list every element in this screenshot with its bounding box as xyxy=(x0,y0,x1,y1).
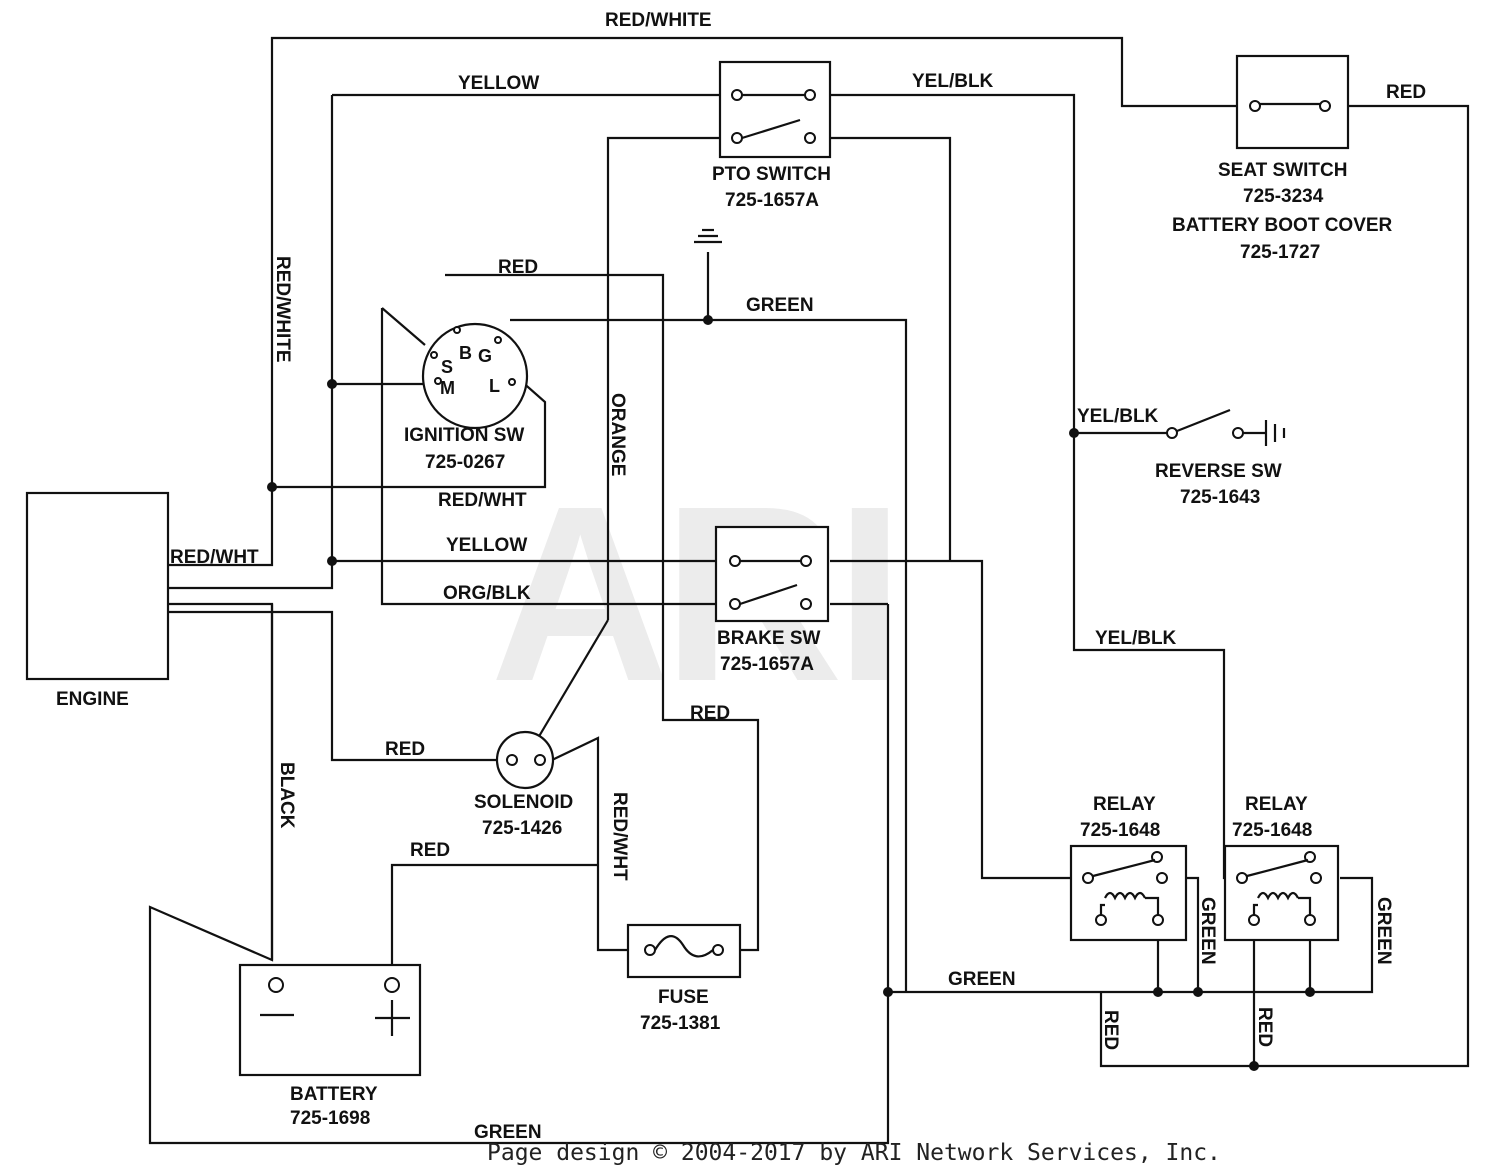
brake-switch-part: 725-1657A xyxy=(720,654,814,675)
wire-label-green-bottom: GREEN xyxy=(948,969,1016,990)
wire-label-yellow-mid: YELLOW xyxy=(446,535,527,556)
fuse: FUSE 725-1381 xyxy=(626,923,742,1034)
wire-label-org-blk: ORG/BLK xyxy=(443,583,531,604)
pto-switch-label: PTO SWITCH xyxy=(712,164,831,185)
junction-dots xyxy=(267,315,1315,1071)
seat-switch-label: SEAT SWITCH xyxy=(1218,160,1347,181)
battery-part: 725-1698 xyxy=(290,1108,370,1129)
copyright-footer: Page design © 2004-2017 by ARI Network S… xyxy=(487,1140,1221,1166)
reverse-switch-label: REVERSE SW xyxy=(1155,461,1282,482)
seat-switch-part: 725-3234 xyxy=(1243,186,1324,207)
wire-label-green-battery: GREEN xyxy=(474,1122,542,1143)
fuse-part: 725-1381 xyxy=(640,1013,721,1034)
wire-label-black: BLACK xyxy=(276,762,297,829)
wire-label-red-white-vertical: RED/WHITE xyxy=(272,256,293,363)
wire-label-red-wht-ignition: RED/WHT xyxy=(438,490,527,511)
solenoid-label: SOLENOID xyxy=(474,792,573,813)
wire-label-green-relay-1: GREEN xyxy=(1197,897,1218,965)
wire-label-orange: ORANGE xyxy=(607,393,628,476)
wire-label-red-relay-1: RED xyxy=(1100,1010,1121,1050)
ignition-pin-g: G xyxy=(478,346,492,366)
wire-label-red-wht-engine: RED/WHT xyxy=(170,547,259,568)
battery: BATTERY 725-1698 xyxy=(238,963,422,1129)
ignition-pin-l: L xyxy=(489,376,500,396)
wire-label-green-ignition: GREEN xyxy=(746,295,814,316)
ignition-switch: S B G M L IGNITION SW 725-0267 xyxy=(404,322,529,473)
wire-label-red-solenoid: RED xyxy=(385,739,425,760)
solenoid-part: 725-1426 xyxy=(482,818,562,839)
wire-label-yel-blk-reverse: YEL/BLK xyxy=(1077,406,1159,427)
relay-2-label: RELAY xyxy=(1245,794,1308,815)
battery-boot-cover-part: 725-1727 xyxy=(1240,242,1320,263)
engine-label: ENGINE xyxy=(56,689,129,710)
solenoid: SOLENOID 725-1426 xyxy=(474,730,573,839)
ignition-pin-m: M xyxy=(440,378,455,398)
engine: ENGINE xyxy=(25,491,170,710)
reverse-switch-part: 725-1643 xyxy=(1180,487,1260,508)
wire-label-red-relay-2: RED xyxy=(1254,1007,1275,1047)
wire-label-red-fuse: RED xyxy=(690,703,730,724)
pto-switch: PTO SWITCH 725-1657A xyxy=(712,60,832,211)
relay-1: RELAY 725-1648 xyxy=(1069,794,1188,942)
battery-boot-cover-label: BATTERY BOOT COVER xyxy=(1172,215,1393,236)
ignition-pin-b: B xyxy=(459,343,472,363)
pto-switch-part: 725-1657A xyxy=(725,190,819,211)
seat-switch: SEAT SWITCH 725-3234 BATTERY BOOT COVER … xyxy=(1172,54,1393,263)
wire-label-red-seat: RED xyxy=(1386,82,1426,103)
fuse-label: FUSE xyxy=(658,987,709,1008)
watermark: ARI xyxy=(490,454,897,733)
wire-label-red-ignition: RED xyxy=(498,257,538,278)
wire-label-red-white-top: RED/WHITE xyxy=(605,10,712,31)
wire-label-green-relay-2: GREEN xyxy=(1373,897,1394,965)
relay-2: RELAY 725-1648 xyxy=(1223,794,1340,942)
wire-label-red-battery: RED xyxy=(410,840,450,861)
wire-label-yel-blk-relay: YEL/BLK xyxy=(1095,628,1177,649)
wire-label-yellow-top: YELLOW xyxy=(458,73,539,94)
relay-1-label: RELAY xyxy=(1093,794,1156,815)
wire-labels: RED/WHITE YELLOW YEL/BLK RED RED GREEN R… xyxy=(170,10,1426,1143)
relay-1-part: 725-1648 xyxy=(1080,820,1160,841)
ground-icon xyxy=(694,228,722,244)
relay-2-part: 725-1648 xyxy=(1232,820,1312,841)
ignition-switch-part: 725-0267 xyxy=(425,452,505,473)
ignition-switch-label: IGNITION SW xyxy=(404,425,524,446)
reverse-switch: REVERSE SW 725-1643 xyxy=(1155,408,1286,508)
battery-label: BATTERY xyxy=(290,1084,378,1105)
ignition-pin-s: S xyxy=(441,357,453,377)
wire-label-red-wht-fuse: RED/WHT xyxy=(609,792,630,881)
wire-label-yel-blk-top: YEL/BLK xyxy=(912,71,994,92)
brake-switch-label: BRAKE SW xyxy=(717,628,821,649)
brake-switch: BRAKE SW 725-1657A xyxy=(714,525,830,675)
